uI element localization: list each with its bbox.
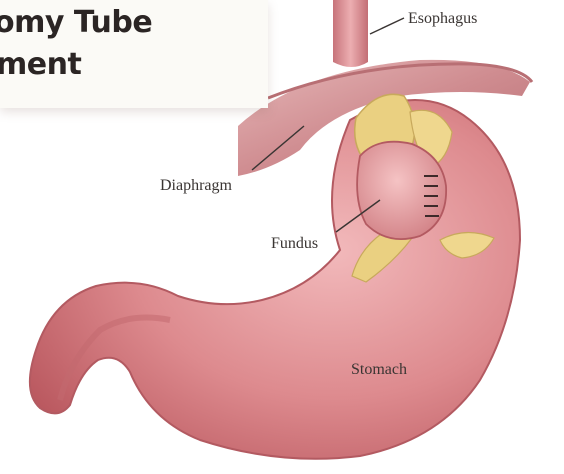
banner-title-line-2: ment [0,48,81,82]
label-fundus: Fundus [271,235,318,252]
label-stomach: Stomach [351,361,407,378]
banner-title-line-1: omy Tube [0,6,152,40]
esophagus-shape [333,0,368,67]
title-banner: omy Tube ment [0,0,268,108]
label-diaphragm: Diaphragm [160,177,233,194]
fundus-shape [357,142,446,239]
label-esophagus: Esophagus [408,10,477,27]
esophagus-leader [370,18,404,34]
